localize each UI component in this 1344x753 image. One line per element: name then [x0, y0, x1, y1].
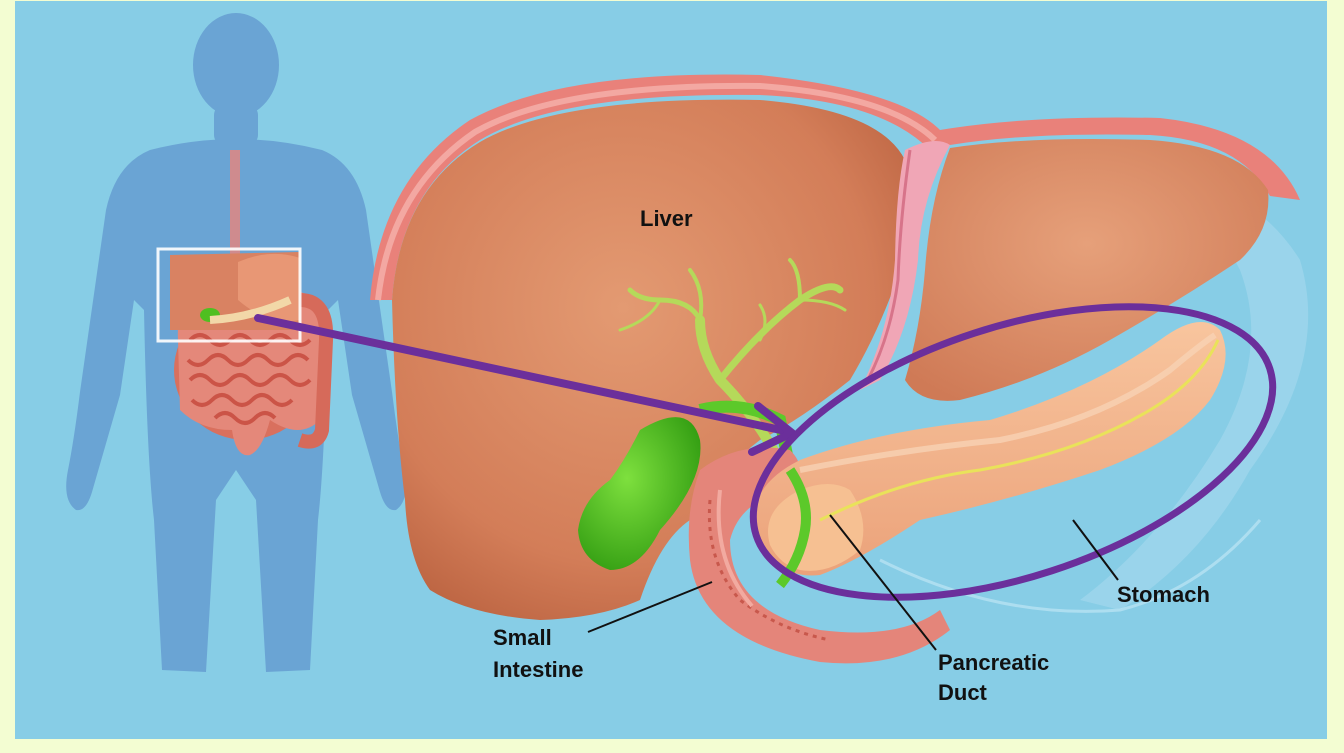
label-stomach: Stomach	[1117, 582, 1210, 607]
label-pancreatic-duct-1: Pancreatic	[938, 650, 1049, 675]
label-small-intestine-1: Small	[493, 625, 552, 650]
label-pancreatic-duct-2: Duct	[938, 680, 988, 705]
label-liver: Liver	[640, 206, 693, 231]
label-small-intestine-2: Intestine	[493, 657, 583, 682]
